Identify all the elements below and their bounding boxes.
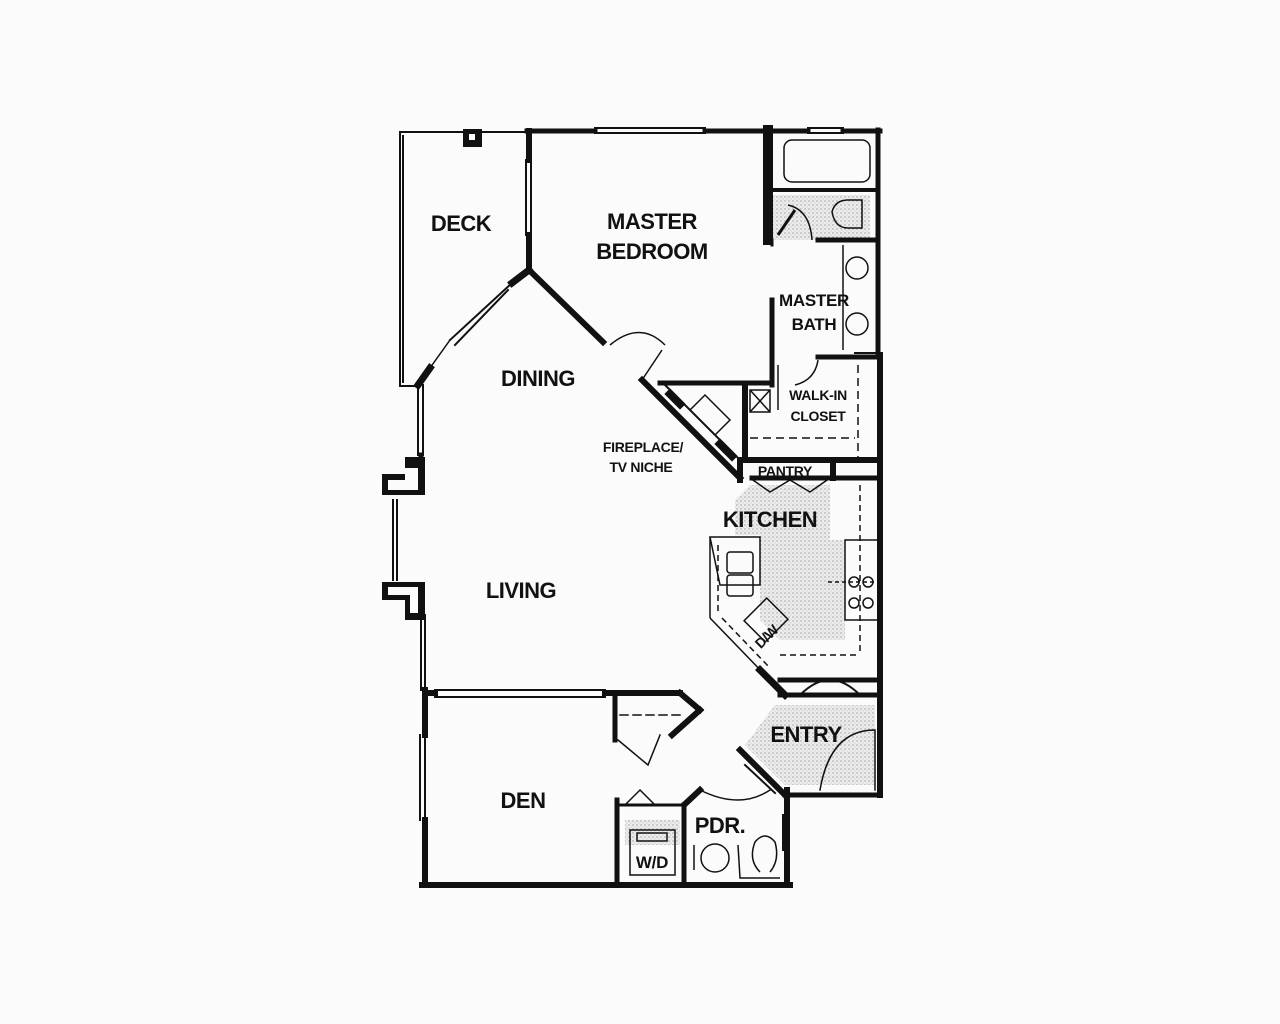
bathtub-icon <box>783 139 871 183</box>
label-dining: DINING <box>501 366 575 391</box>
toilet-icon <box>831 199 863 229</box>
label-master-bath-1: MASTER <box>779 291 849 310</box>
bay-windows <box>382 457 425 620</box>
label-kitchen: KITCHEN <box>723 507 817 532</box>
sink-icon <box>845 256 869 280</box>
deck-outline <box>399 129 528 387</box>
label-deck: DECK <box>431 211 492 236</box>
label-den: DEN <box>501 788 546 813</box>
fixtures <box>629 139 881 879</box>
label-walkin-1: WALK-IN <box>789 387 847 403</box>
room-labels: DECK MASTER BEDROOM MASTER BATH WALK-IN … <box>431 209 849 872</box>
label-master-bath-2: BATH <box>792 315 837 334</box>
label-powder-room: PDR. <box>695 813 746 838</box>
label-fireplace-2: TV NICHE <box>610 459 673 475</box>
label-living: LIVING <box>486 578 556 603</box>
label-washer-dryer: W/D <box>636 853 668 872</box>
label-master-bedroom-1: MASTER <box>607 209 698 234</box>
walls <box>392 125 883 888</box>
doors <box>609 204 831 493</box>
label-fireplace-1: FIREPLACE/ <box>603 439 684 455</box>
label-walkin-2: CLOSET <box>791 408 847 424</box>
label-master-bedroom-2: BEDROOM <box>596 239 707 264</box>
sink-icon <box>845 312 869 336</box>
label-pantry: PANTRY <box>758 463 813 479</box>
label-entry: ENTRY <box>770 722 842 747</box>
